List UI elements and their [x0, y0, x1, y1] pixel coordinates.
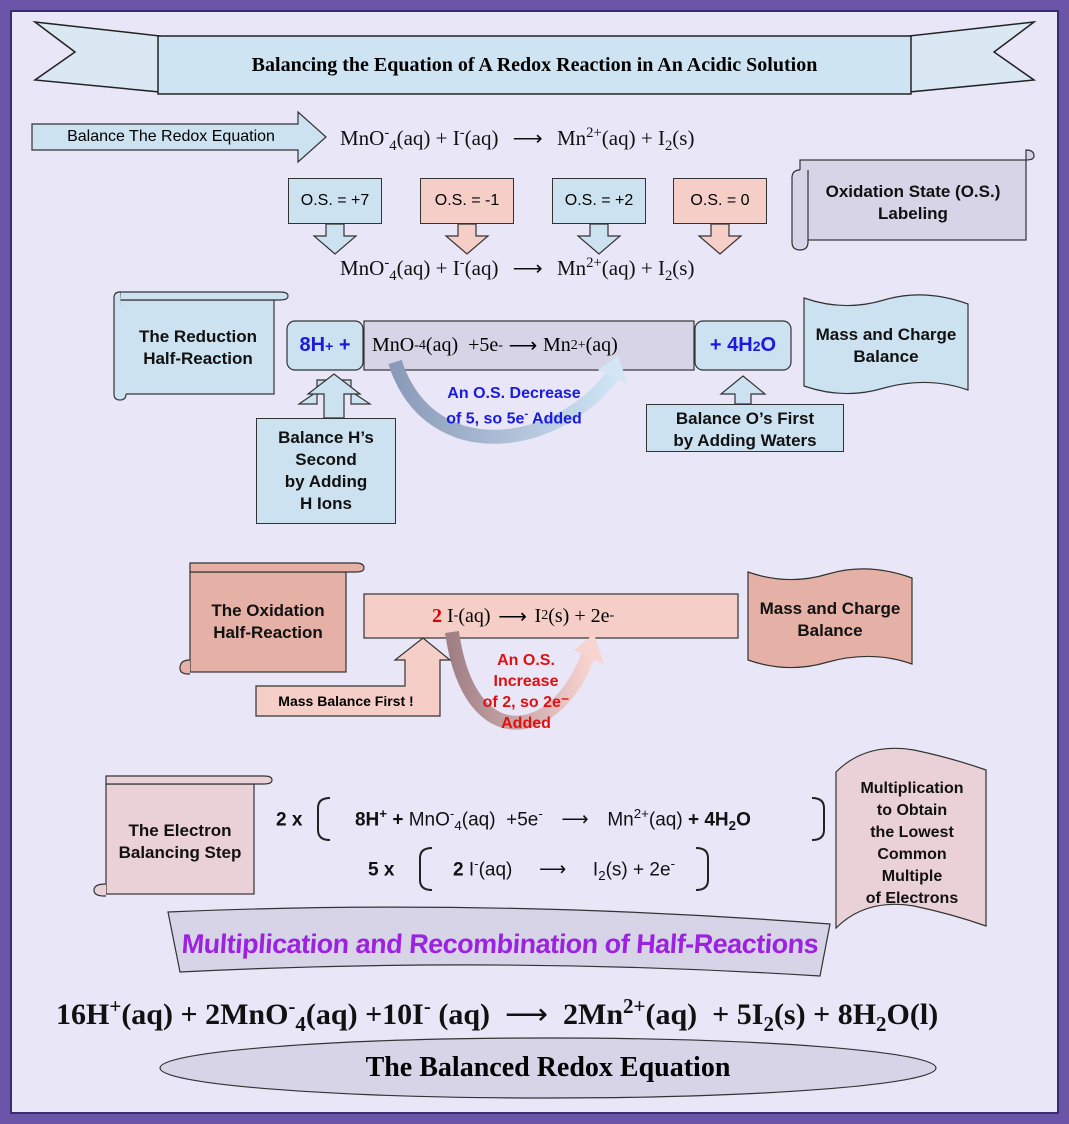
- os-box-mn-product: O.S. = +2: [552, 178, 646, 224]
- increase-arc: [445, 631, 597, 730]
- balance-h-note: Balance H’s Second by Adding H Ions: [256, 418, 396, 524]
- os-arrow-2: [444, 223, 490, 255]
- balance-arrow-label: Balance The Redox Equation: [67, 128, 275, 145]
- os-arrow-1: [312, 223, 358, 255]
- electron-scroll-label: The Electron Balancing Step: [118, 821, 242, 862]
- blue-wave: [803, 294, 969, 395]
- mass-balance-first: Mass Balance First !: [278, 693, 414, 709]
- reaction-arrow-icon: ⟶: [512, 256, 543, 280]
- mult-wave: [835, 747, 987, 930]
- os-box-i-reactant: O.S. = -1: [420, 178, 514, 224]
- decrease-note: An O.S. Decrease of 5, so 5e- Added: [446, 385, 582, 428]
- increase-note: An O.S. Increase of 2, so 2e⁻ Added: [482, 652, 570, 732]
- multiplication-note: Multiplication to Obtain the Lowest Comm…: [860, 780, 964, 907]
- final-ellipse: [159, 1037, 937, 1099]
- os-scroll: [791, 149, 1035, 251]
- balance-o-note: Balance O’s First by Adding Waters: [646, 404, 844, 452]
- labeled-equation: MnO-4(aq) + I-(aq) ⟶ Mn2+(aq) + I2(s): [340, 255, 695, 285]
- core-box: [363, 320, 695, 371]
- mass-first-arrow: [255, 637, 452, 717]
- reduction-balance-label: Mass and Charge Balance: [815, 325, 957, 366]
- os-arrow-3: [576, 223, 622, 255]
- title-ribbon: [32, 20, 1037, 95]
- electron-row-1: 2 x 8H+ + MnO-4(aq) +5e- ⟶ Mn2+(aq) + 4H…: [276, 806, 751, 834]
- final-equation: 16H+(aq) + 2MnO-4(aq) +10I- (aq) ⟶ 2Mn2+…: [56, 994, 939, 1036]
- os-box-i-product: O.S. = 0: [673, 178, 767, 224]
- h-ion-term: 8H+ +: [299, 334, 351, 356]
- reaction-arrow-icon: ⟶: [505, 998, 549, 1031]
- unbalanced-equation: MnO-4(aq) + I-(aq) ⟶ Mn2+(aq) + I2(s): [340, 125, 695, 155]
- oxidation-scroll: [179, 562, 365, 675]
- page-title: Balancing the Equation of A Redox Reacti…: [251, 53, 818, 76]
- reaction-arrow-icon: ⟶: [498, 605, 527, 628]
- reaction-arrow-icon: ⟶: [508, 335, 538, 357]
- reduction-scroll-label: The Reduction Half-Reaction: [138, 327, 258, 368]
- os-box-mn-reactant: O.S. = +7: [288, 178, 382, 224]
- reduction-scroll: [113, 291, 289, 401]
- water-up-arrow: [719, 375, 767, 405]
- oxidation-balance-label: Mass and Charge Balance: [759, 599, 901, 640]
- h-box: [286, 320, 364, 371]
- banner2-shape: [167, 906, 831, 977]
- reaction-arrow-icon: ⟶: [561, 809, 589, 831]
- balance-arrow-shape: [31, 110, 327, 164]
- oxidation-box: [363, 593, 739, 639]
- os-labeling-label: Oxidation State (O.S.) Labeling: [825, 182, 1001, 223]
- os-arrow-4: [697, 223, 743, 255]
- oxidation-scroll-label: The Oxidation Half-Reaction: [211, 601, 325, 642]
- electron-scroll: [93, 775, 273, 897]
- water-box: [694, 320, 792, 371]
- electron-row-2: 5 x 2 I-(aq) ⟶ I2(s) + 2e-: [368, 856, 675, 884]
- recombination-banner: Multiplication and Recombination of Half…: [180, 928, 820, 959]
- final-label: The Balanced Redox Equation: [365, 1052, 731, 1083]
- reaction-arrow-icon: ⟶: [539, 859, 567, 881]
- decrease-arc: [388, 359, 621, 444]
- salmon-wave: [747, 568, 913, 669]
- reaction-arrow-icon: ⟶: [512, 126, 543, 150]
